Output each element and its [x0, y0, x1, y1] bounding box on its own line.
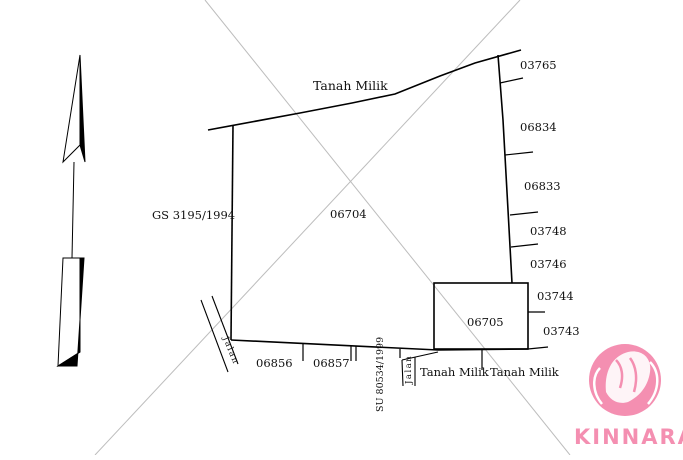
road-south-label: Jalan [404, 355, 414, 385]
neighbor-south-label: Tanah Milik [420, 365, 490, 379]
neighbor-south-label: SU 80534/1999 [375, 337, 386, 412]
kinnara-logo-icon [589, 344, 661, 416]
watermark-cross [94, 0, 571, 456]
neighbor-east-label: 03746 [530, 257, 567, 271]
neighbor-east-label: 06834 [520, 120, 557, 134]
neighbor-north-label: Tanah Milik [313, 78, 388, 93]
north-arrow-icon [56, 54, 86, 367]
neighbor-south-label: 06857 [313, 356, 350, 370]
east-boundary-ticks [499, 77, 549, 350]
parcel-sub-label: 06705 [467, 315, 504, 329]
parcel-main-label: 06704 [330, 207, 367, 221]
neighbor-west-label: GS 3195/1994 [152, 208, 235, 222]
neighbor-east-label: 03743 [543, 324, 580, 338]
parcel-06705-boundary [433, 282, 529, 350]
neighbor-south-label: Tanah Milik [490, 365, 560, 379]
watermark-brand-text: KINNARA [574, 425, 683, 449]
neighbor-east-label: 03765 [520, 58, 557, 72]
road-west [200, 295, 239, 373]
road-south [401, 351, 439, 387]
neighbor-east-label: 03748 [530, 224, 567, 238]
neighbor-east-label: 06833 [524, 179, 561, 193]
parcel-boundary [207, 49, 529, 351]
neighbor-east-label: 03744 [537, 289, 574, 303]
south-boundary-ticks [302, 344, 483, 370]
road-west-label: Jalan [220, 334, 241, 366]
neighbor-south-label: 06856 [256, 356, 293, 370]
